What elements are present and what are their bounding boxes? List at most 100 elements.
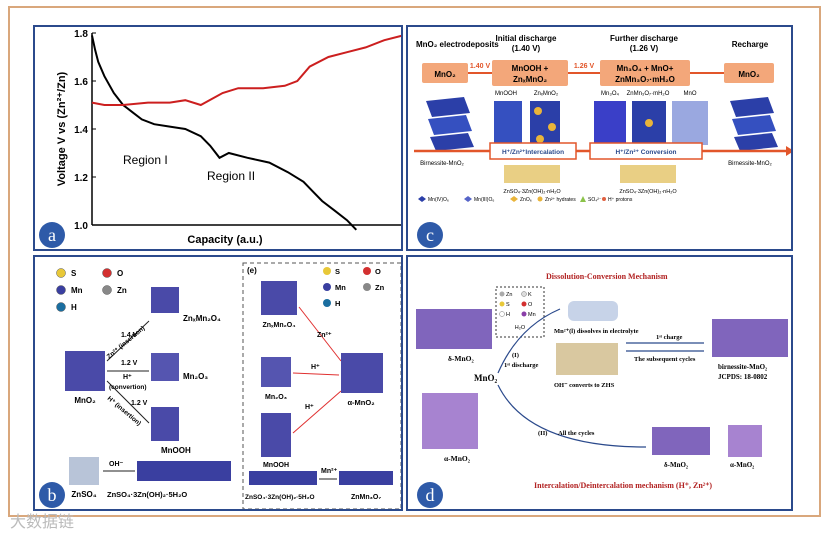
box-initial-line2: ZnₓMnO₂ bbox=[513, 75, 547, 84]
label-znxmn2o4: ZnₓMn₂O₄ bbox=[183, 314, 221, 323]
y-tick-label: 1.6 bbox=[74, 77, 88, 88]
voltage-label-1: 1.40 V bbox=[470, 63, 491, 70]
label-jcpds: JCPDS: 18-0802 bbox=[718, 373, 768, 381]
svg-text:S: S bbox=[506, 302, 510, 308]
crystal-mn3o4 bbox=[594, 101, 626, 145]
crystal-znxmn2o4 bbox=[151, 287, 179, 313]
crystal-znxmno2 bbox=[530, 101, 560, 145]
label-delta-right: δ-MnO₂ bbox=[664, 461, 688, 469]
inset-label-zhs: ZnSO₄·3Zn(OH)₂·5H₂O bbox=[245, 494, 315, 501]
svg-text:S: S bbox=[335, 267, 340, 276]
label-birnessite: birnessite-MnO₂ bbox=[718, 363, 767, 371]
svg-text:c: c bbox=[426, 225, 434, 245]
panel-c-legend: Mn(IV)O₆ Mn(III)O₆ ZnO₆ Zn²⁺ hydrates SO… bbox=[418, 196, 633, 203]
svg-text:Mn: Mn bbox=[528, 312, 536, 318]
panel-b-legend: S O Mn Zn H bbox=[56, 268, 127, 312]
box-mno2-start-label: MnO₂ bbox=[434, 70, 456, 79]
svg-text:O: O bbox=[375, 267, 381, 276]
svg-text:Zn: Zn bbox=[117, 286, 127, 295]
inset-e-tag: (e) bbox=[247, 266, 257, 275]
inset-legend: S O Mn Zn H bbox=[323, 267, 385, 308]
crystal-mno bbox=[672, 101, 708, 145]
box-mno2-start bbox=[422, 63, 468, 83]
zhs-crystal-2 bbox=[620, 165, 676, 183]
label-znso4: ZnSO₄ bbox=[71, 490, 96, 499]
process-arrow-head bbox=[786, 146, 791, 156]
structure-label-znxmno2: ZnₓMnO₂ bbox=[534, 91, 559, 97]
label-oh: OH⁻ bbox=[109, 461, 124, 468]
svg-text:H₂O: H₂O bbox=[515, 325, 526, 331]
mechanism-title-bottom: Intercalation/Deintercalation mechanism … bbox=[534, 481, 712, 490]
svg-text:K: K bbox=[528, 292, 532, 298]
path-2-arrow bbox=[497, 384, 647, 448]
label-dissolves: Mn²⁺(l) dissolves in electrolyte bbox=[554, 328, 639, 335]
label-first-discharge: 1ˢᵗ discharge bbox=[504, 362, 539, 369]
chart-curves bbox=[91, 34, 401, 231]
panel-c: MnO₂ electrodeposits Initial discharge (… bbox=[406, 25, 793, 251]
legend-zn-hydrate-icon bbox=[537, 196, 543, 202]
route-label-insertion-zn: Zn²⁺ (insertion) bbox=[106, 325, 147, 361]
panel-d-diagram: Dissolution-Conversion Mechanism Interca… bbox=[416, 272, 788, 508]
inset-arrow-1 bbox=[298, 306, 342, 362]
inset-crystal-mnooh bbox=[261, 413, 291, 457]
inset-crystal-mn2o3 bbox=[261, 357, 291, 387]
y-axis-label: Voltage V vs (Zn²⁺/Zn) bbox=[56, 71, 68, 186]
legend-proton-icon bbox=[602, 197, 606, 201]
intercalation-box bbox=[489, 142, 577, 160]
box-mno2-recharge bbox=[724, 63, 774, 83]
conversion-box bbox=[589, 142, 703, 160]
label-alpha-right: α-MnO₂ bbox=[730, 461, 754, 469]
route-label-convertion: (convertion) bbox=[109, 384, 147, 391]
annotation-region-2: Region II bbox=[207, 169, 255, 183]
zhs-label-2: ZnSO₄·3Zn(OH)₂·nH₂O bbox=[619, 189, 677, 195]
box-further-products bbox=[600, 60, 690, 86]
label-path-2: (II) bbox=[538, 430, 547, 437]
svg-text:H: H bbox=[335, 299, 340, 308]
structure-label-znmn3o7: ZnMn₃O₇·mH₂O bbox=[627, 91, 670, 97]
svg-text:H: H bbox=[71, 303, 77, 312]
figure-frame bbox=[8, 6, 821, 517]
panel-b-diagram: S O Mn Zn H MnO₂ 1.4 V Zn²⁺ (insertion) … bbox=[39, 262, 401, 509]
label-path-1: (I) bbox=[512, 352, 519, 359]
dissolved-mn-ribbon bbox=[568, 301, 618, 321]
inset-label-znmn3o7: ZnMn₃O₇ bbox=[351, 494, 381, 501]
zhs-crystal-1 bbox=[504, 165, 560, 183]
inset-crystal-zhs bbox=[249, 471, 317, 485]
stage-label-electrodeposit: MnO₂ electrodeposits bbox=[416, 40, 499, 49]
box-mno2-recharge-label: MnO₂ bbox=[738, 70, 760, 79]
crystal-zhs-left bbox=[137, 461, 231, 481]
box-initial-line1: MnOOH + bbox=[512, 64, 549, 73]
inset-label-mn2o3: Mn₂O₃ bbox=[265, 394, 287, 401]
legend-mniv-icon bbox=[418, 196, 426, 202]
inset-arrow-3 bbox=[292, 390, 342, 434]
panel-badge-a: a bbox=[39, 222, 65, 248]
panel-badge-b: b bbox=[39, 482, 65, 508]
crystal-alpha-mno2-right bbox=[728, 425, 762, 457]
svg-text:Mn: Mn bbox=[335, 283, 346, 292]
svg-text:b: b bbox=[48, 485, 57, 505]
label-mno2: MnO₂ bbox=[74, 396, 96, 405]
legend-so4-icon bbox=[580, 196, 586, 202]
svg-text:Mn(IV)O₆: Mn(IV)O₆ bbox=[428, 197, 449, 203]
svg-text:SO₄²⁻: SO₄²⁻ bbox=[588, 197, 602, 203]
label-mn2o3: Mn₂O₃ bbox=[183, 372, 208, 381]
svg-text:H: H bbox=[506, 312, 510, 318]
svg-text:ZnO₆: ZnO₆ bbox=[520, 197, 532, 203]
panel-b: S O Mn Zn H MnO₂ 1.4 V Zn²⁺ (insertion) … bbox=[33, 255, 403, 511]
box-further-line1: Mn₃O₄ + MnO+ bbox=[617, 64, 674, 73]
voltage-label-2: 1.26 V bbox=[574, 63, 595, 70]
crystal-mnooh bbox=[494, 101, 522, 145]
y-tick-label: 1.2 bbox=[74, 173, 88, 184]
panel-c-diagram: MnO₂ electrodeposits Initial discharge (… bbox=[414, 34, 791, 248]
panel-badge-d: d bbox=[417, 482, 443, 508]
y-tick-label: 1.4 bbox=[74, 125, 88, 136]
crystal-delta-mno2-left bbox=[416, 309, 492, 349]
crystal-mn2o3 bbox=[151, 353, 179, 381]
label-mnooh: MnOOH bbox=[161, 446, 191, 455]
crystal-delta-mno2-right bbox=[652, 427, 710, 455]
inset-reagent-mn: Mn²⁺ bbox=[321, 468, 337, 475]
label-alpha-left: α-MnO₂ bbox=[444, 454, 471, 463]
crystal-birnessite-left bbox=[426, 97, 474, 151]
svg-text:Zn: Zn bbox=[375, 283, 385, 292]
